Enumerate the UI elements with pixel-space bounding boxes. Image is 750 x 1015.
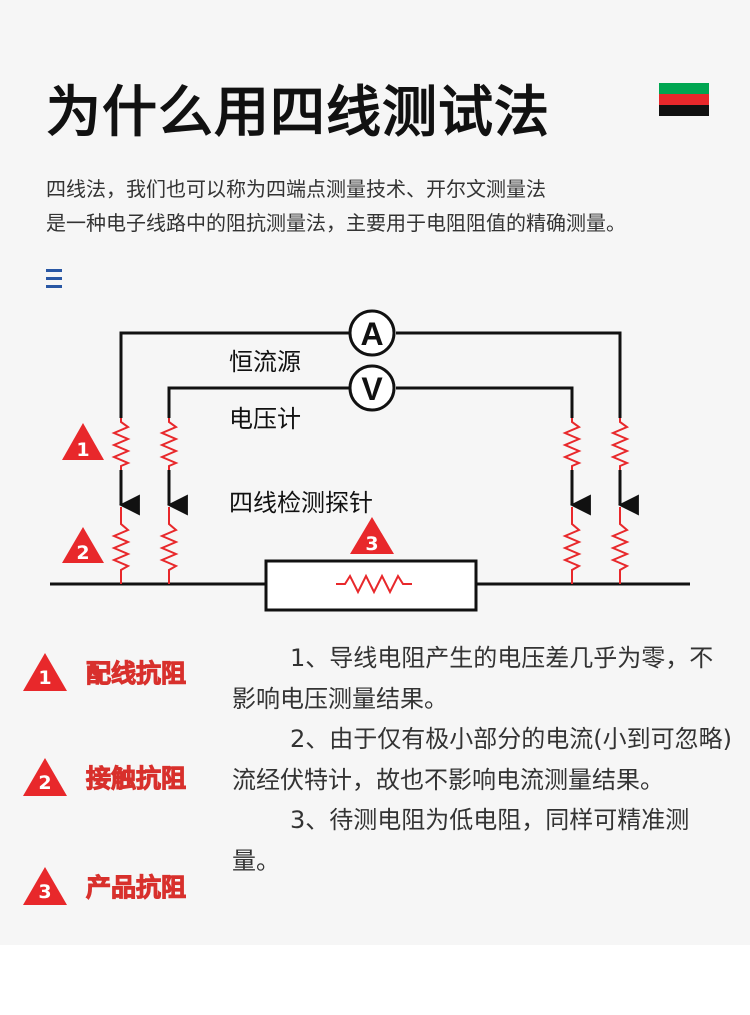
contact-resistor — [111, 507, 131, 584]
note-number: 1 — [290, 644, 306, 672]
voltmeter-symbol: V — [361, 371, 383, 407]
current-source-label: 恒流源 — [229, 348, 301, 376]
contact-resistor — [159, 507, 179, 584]
intro-line-1: 四线法，我们也可以称为四端点测量技术、开尔文测量法 — [46, 177, 546, 201]
badge-1: 1 — [62, 423, 104, 461]
menu-icon — [46, 269, 62, 288]
note-1: 1、导线电阻产生的电压差几乎为零，不影响电压测量结果。 — [232, 638, 732, 719]
legend-label: 接触抗阻 — [85, 764, 187, 794]
outer-wire — [119, 331, 350, 418]
badge-1-number: 1 — [76, 439, 89, 461]
note-text: 、导线电阻产生的电压差几乎为零，不影响电压测量结果。 — [232, 644, 714, 713]
note-number: 3 — [290, 806, 306, 834]
wire-resistor — [562, 418, 582, 470]
badge-2-number: 2 — [76, 542, 89, 564]
ammeter-symbol: A — [360, 316, 383, 352]
legend-badge-1: 1 — [22, 652, 68, 692]
outer-wire-right — [396, 331, 622, 418]
notes: 1、导线电阻产生的电压差几乎为零，不影响电压测量结果。 2、由于仅有极小部分的电… — [232, 638, 732, 881]
inner-wire — [167, 386, 350, 418]
flag-stripe-green — [659, 83, 709, 94]
badge-2: 2 — [62, 527, 104, 564]
contact-resistor — [562, 507, 582, 584]
legend-label: 配线抗阻 — [85, 659, 187, 689]
legend-badge-2: 2 — [22, 757, 68, 797]
legend-number: 2 — [38, 772, 52, 794]
badge-3: 3 — [350, 517, 394, 555]
wire-resistor — [159, 418, 179, 470]
note-text: 、待测电阻为低电阻，同样可精准测量。 — [232, 806, 690, 875]
note-2: 2、由于仅有极小部分的电流(小到可忽略)流经伏特计，故也不影响电流测量结果。 — [232, 719, 732, 800]
flag-icon — [659, 83, 709, 116]
legend-badge-3: 3 — [22, 866, 68, 906]
flag-stripe-red — [659, 94, 709, 105]
wire-resistor — [610, 418, 630, 470]
badge-3-number: 3 — [365, 533, 378, 555]
legend-item-wire: 1 配线抗阻 — [22, 652, 187, 692]
four-wire-circuit-diagram: A V 恒流源 电压计 四线检测探针 1 2 3 — [50, 309, 690, 612]
voltmeter: V — [348, 364, 396, 412]
legend-item-product: 3 产品抗阻 — [22, 866, 187, 906]
legend-label: 产品抗阻 — [85, 873, 187, 903]
ammeter: A — [348, 309, 396, 357]
product-resistor — [264, 559, 478, 612]
wire-resistor — [111, 418, 131, 470]
probe-label: 四线检测探针 — [229, 489, 373, 517]
voltmeter-label: 电压计 — [229, 405, 301, 433]
inner-wire-right — [396, 386, 574, 418]
note-3: 3、待测电阻为低电阻，同样可精准测量。 — [232, 800, 732, 881]
note-number: 2 — [290, 725, 306, 753]
note-text: 、由于仅有极小部分的电流(小到可忽略)流经伏特计，故也不影响电流测量结果。 — [232, 725, 733, 794]
flag-stripe-black — [659, 105, 709, 116]
wire-resistors — [111, 418, 630, 470]
legend-item-contact: 2 接触抗阻 — [22, 757, 187, 797]
intro-line-2: 是一种电子线路中的阻抗测量法，主要用于电阻阻值的精确测量。 — [46, 211, 626, 235]
content-panel — [0, 0, 750, 945]
legend-number: 1 — [38, 667, 52, 689]
contact-resistors — [111, 507, 630, 584]
contact-resistor — [610, 507, 630, 584]
legend-number: 3 — [38, 881, 52, 903]
page-title: 为什么用四线测试法 — [46, 80, 551, 144]
intro-text: 四线法，我们也可以称为四端点测量技术、开尔文测量法 是一种电子线路中的阻抗测量法… — [46, 172, 746, 240]
